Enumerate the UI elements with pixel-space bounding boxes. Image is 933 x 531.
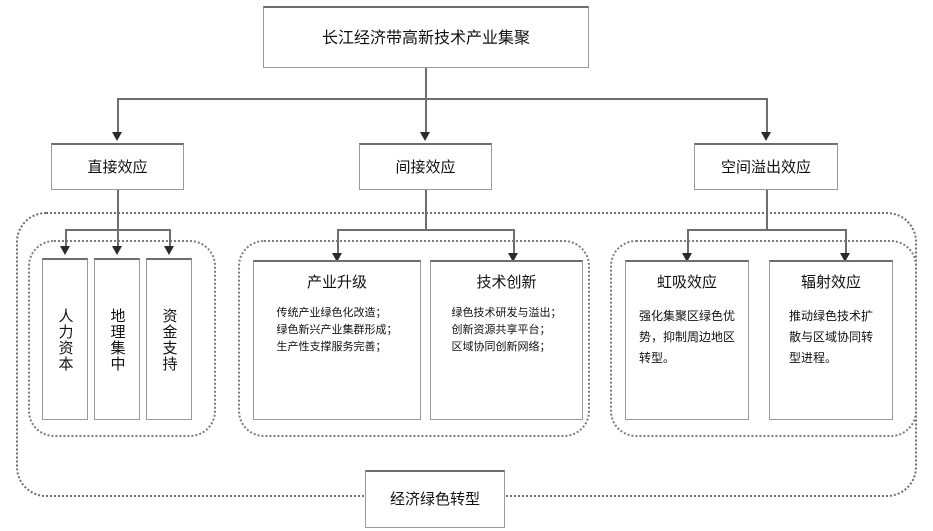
node-root-title[interactable]: 长江经济带高新技术产业集聚 xyxy=(263,6,589,68)
node-industrial-upgrade[interactable]: 产业升级 传统产业绿色化改造； 绿色新兴产业集群形成； 生产性支撑服务完善； xyxy=(253,260,421,420)
connector-spillover-stem xyxy=(766,190,768,230)
node-tech-innovation-line-3: 区域协同创新网络； xyxy=(451,339,551,353)
node-radiation-effect[interactable]: 辐射效应 推动绿色技术扩 散与区域协同转 型进程。 xyxy=(769,260,893,420)
node-root-title-label: 长江经济带高新技术产业集聚 xyxy=(321,27,530,47)
node-tech-innovation[interactable]: 技术创新 绿色技术研发与溢出； 创新资源共享平台； 区域协同创新网络； xyxy=(430,260,583,420)
node-tech-innovation-title: 技术创新 xyxy=(476,273,537,291)
node-radiation-effect-title: 辐射效应 xyxy=(800,273,861,291)
node-siphon-effect-title: 虹吸效应 xyxy=(656,273,717,291)
node-spatial-spillover-effect-label: 空间溢出效应 xyxy=(720,157,811,176)
node-industrial-upgrade-line-2: 绿色新兴产业集群形成； xyxy=(276,322,398,336)
node-siphon-effect[interactable]: 虹吸效应 强化集聚区绿色优 势，抑制周边地区 转型。 xyxy=(625,260,749,420)
arrow-to-industrial-upgrade xyxy=(332,253,342,262)
arrow-to-human-capital xyxy=(60,246,70,255)
node-radiation-effect-line-2: 散与区域协同转 xyxy=(788,329,873,344)
node-economic-green-transformation-label: 经济绿色转型 xyxy=(389,490,480,509)
node-human-capital[interactable]: 人力资本 xyxy=(42,258,88,420)
arrow-to-spillover xyxy=(761,132,771,141)
connector-indirect-drop-1 xyxy=(337,229,339,256)
node-capital-support[interactable]: 资金支持 xyxy=(146,258,192,420)
connector-direct-drop-3 xyxy=(169,229,171,248)
arrow-to-capital-support xyxy=(164,246,174,255)
node-industrial-upgrade-line-1: 传统产业绿色化改造； xyxy=(276,305,387,319)
node-tech-innovation-line-1: 绿色技术研发与溢出； xyxy=(451,305,562,319)
node-indirect-effect[interactable]: 间接效应 xyxy=(359,143,492,190)
node-tech-innovation-line-2: 创新资源共享平台； xyxy=(451,322,551,336)
node-direct-effect[interactable]: 直接效应 xyxy=(51,143,184,190)
arrow-to-direct xyxy=(112,132,122,141)
node-direct-effect-label: 直接效应 xyxy=(87,157,148,176)
connector-level2-bus xyxy=(117,98,767,100)
node-radiation-effect-line-3: 型进程。 xyxy=(788,350,837,365)
node-economic-green-transformation[interactable]: 经济绿色转型 xyxy=(365,470,505,528)
node-siphon-effect-line-3: 转型。 xyxy=(638,350,675,365)
node-capital-support-label: 资金支持 xyxy=(160,307,179,372)
connector-drop-indirect xyxy=(425,98,427,134)
arrow-to-radiation-effect xyxy=(840,253,850,262)
node-industrial-upgrade-body: 传统产业绿色化改造； 绿色新兴产业集群形成； 生产性支撑服务完善； xyxy=(277,304,398,355)
node-geographic-concentration-label: 地理集中 xyxy=(108,307,127,372)
node-spatial-spillover-effect[interactable]: 空间溢出效应 xyxy=(694,143,838,190)
node-siphon-effect-line-2: 势，抑制周边地区 xyxy=(638,329,735,344)
connector-title-trunk xyxy=(425,68,427,99)
connector-spillover-drop-2 xyxy=(845,229,847,256)
arrow-to-indirect xyxy=(420,132,430,141)
connector-direct-drop-2 xyxy=(117,229,119,248)
dashed-group-direct xyxy=(28,240,216,437)
node-radiation-effect-line-1: 推动绿色技术扩 xyxy=(788,308,873,323)
node-industrial-upgrade-title: 产业升级 xyxy=(306,273,367,291)
node-human-capital-label: 人力资本 xyxy=(56,307,75,372)
node-siphon-effect-body: 强化集聚区绿色优 势，抑制周边地区 转型。 xyxy=(639,306,735,369)
connector-spillover-drop-1 xyxy=(687,229,689,256)
dashed-group-indirect xyxy=(238,240,590,437)
node-tech-innovation-body: 绿色技术研发与溢出； 创新资源共享平台； 区域协同创新网络； xyxy=(452,304,562,355)
connector-spillover-bus xyxy=(687,229,846,231)
node-radiation-effect-body: 推动绿色技术扩 散与区域协同转 型进程。 xyxy=(789,306,873,369)
node-siphon-effect-line-1: 强化集聚区绿色优 xyxy=(638,308,735,323)
connector-drop-spillover xyxy=(766,98,768,134)
node-indirect-effect-label: 间接效应 xyxy=(395,157,456,176)
arrow-to-tech-innovation xyxy=(508,253,518,262)
connector-indirect-bus xyxy=(337,229,515,231)
connector-drop-direct xyxy=(117,98,119,134)
connector-indirect-stem xyxy=(425,190,427,230)
connector-indirect-drop-2 xyxy=(513,229,515,256)
node-geographic-concentration[interactable]: 地理集中 xyxy=(94,258,140,420)
arrow-to-geographic-concentration xyxy=(112,246,122,255)
connector-direct-drop-1 xyxy=(65,229,67,248)
node-industrial-upgrade-line-3: 生产性支撑服务完善； xyxy=(276,339,387,353)
arrow-to-siphon-effect xyxy=(682,253,692,262)
connector-direct-stem xyxy=(117,190,119,230)
dashed-group-spillover xyxy=(610,240,917,437)
